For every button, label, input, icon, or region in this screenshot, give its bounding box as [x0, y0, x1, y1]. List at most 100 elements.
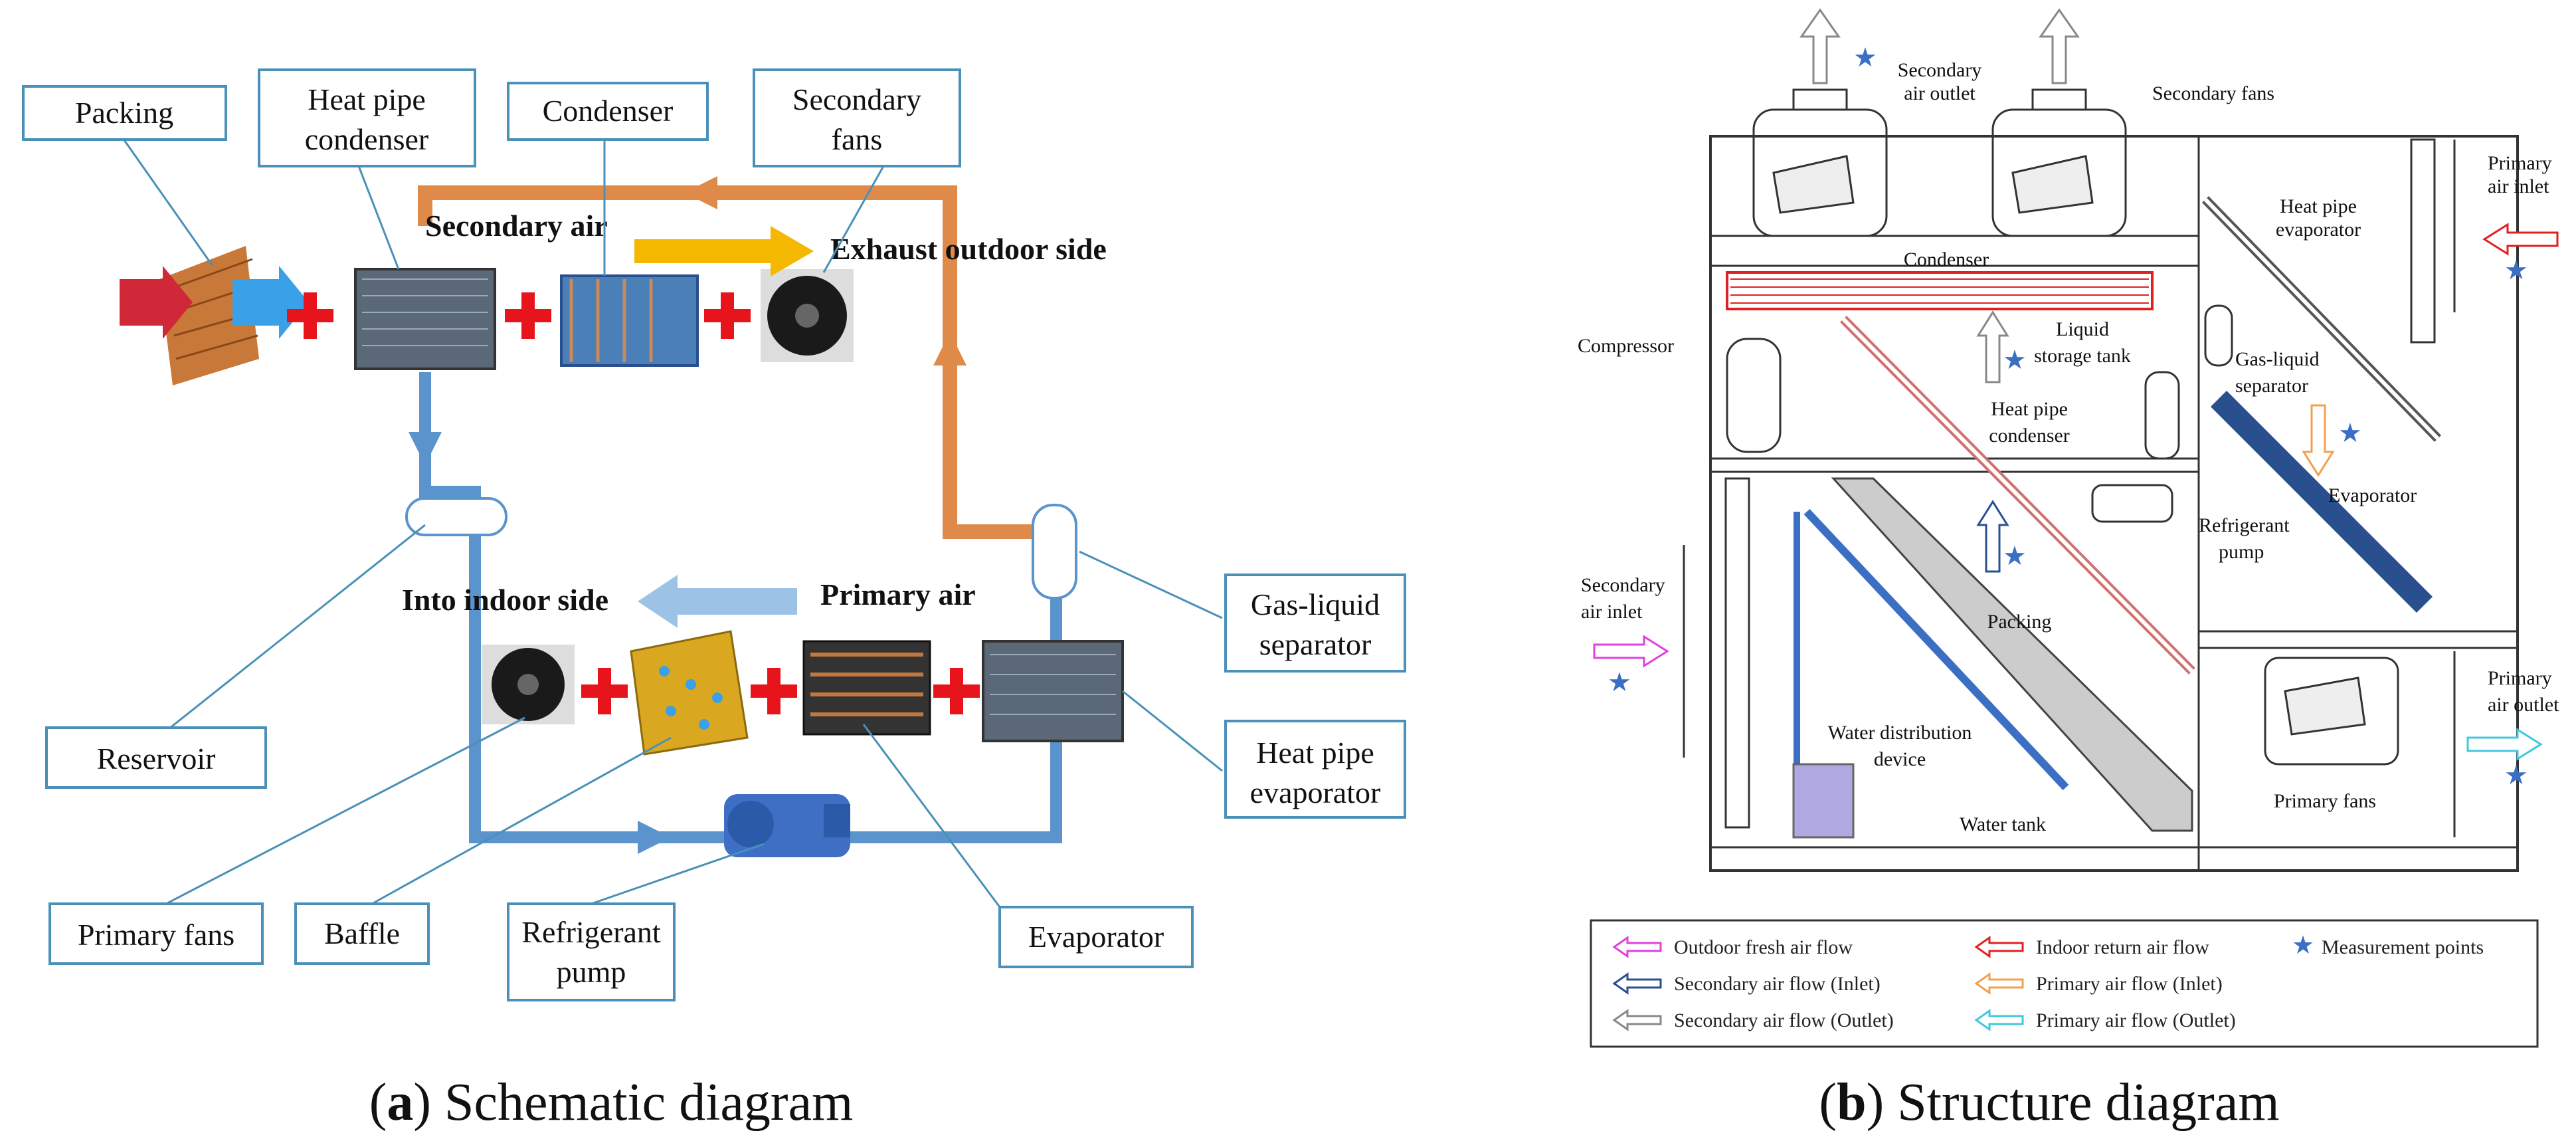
svg-text:air inlet: air inlet [1581, 601, 1643, 623]
into-indoor-label: Into indoor side [402, 583, 608, 617]
legend-label: Indoor return air flow [2036, 936, 2209, 958]
panel-b-labels: Secondary air outlet Secondary fans Prim… [1578, 59, 2559, 835]
svg-text:condenser: condenser [1989, 425, 2070, 447]
left-wall-mesh [1724, 477, 1750, 829]
right-wall-mesh [2410, 138, 2436, 344]
cold-refrigerant-line [419, 372, 1062, 843]
primary-air-label: Primary air [820, 577, 976, 611]
svg-text:Heat pipe: Heat pipe [1256, 736, 1374, 770]
exhaust-label: Exhaust outdoor side [830, 232, 1107, 266]
secondary-outlet-arrow-right [2039, 8, 2080, 84]
svg-text:Water distribution: Water distribution [1828, 722, 1972, 744]
gas-liquid-separator-tank [1032, 504, 1077, 599]
legend-label: Primary air flow (Outlet) [2036, 1009, 2236, 1031]
svg-text:Condenser: Condenser [543, 94, 674, 128]
secondary-air-arrow [634, 226, 814, 276]
arrow-icon [1612, 936, 1662, 958]
svg-text:Secondary: Secondary [792, 82, 921, 116]
arrow-icon [1974, 1009, 2024, 1031]
plus-signs-top [287, 292, 751, 339]
legend-item: Secondary air flow (Inlet) [1612, 972, 1881, 995]
svg-text:Heat pipe: Heat pipe [1991, 398, 2068, 420]
label-baffle: Baffle [294, 902, 430, 965]
svg-text:★: ★ [2504, 760, 2528, 790]
gas-liquid-separator-vessel [2204, 304, 2233, 367]
water-pump-pipe [1792, 763, 1855, 839]
legend-label: Outdoor fresh air flow [1674, 936, 1853, 958]
legend-label: Measurement points [2322, 936, 2484, 958]
blue-arrow-down [409, 432, 442, 465]
panel-b-structure: ★★ ★★ ★★ ★★ [1593, 8, 2559, 872]
label-condenser: Condenser [507, 82, 709, 141]
heat-pipe-condenser-diagonal [1840, 316, 2195, 675]
legend: Outdoor fresh air flow Indoor return air … [1590, 919, 2539, 1048]
baffle-image [630, 630, 749, 756]
svg-text:Packing: Packing [1987, 611, 2052, 633]
evaporator-image [802, 640, 931, 736]
legend-item: Primary air flow (Outlet) [1974, 1009, 2236, 1031]
heat-pipe-condenser-image [354, 268, 496, 370]
blue-arrow-right [638, 821, 671, 854]
svg-text:Refrigerant: Refrigerant [2199, 514, 2290, 536]
liquid-storage-tank [2144, 371, 2180, 460]
orange-arrow-up [933, 332, 966, 365]
evaporator-diagonal [2210, 390, 2433, 613]
svg-text:Secondary: Secondary [1898, 59, 1982, 81]
svg-text:Evaporator: Evaporator [2328, 484, 2417, 506]
panel-a-schematic: Secondary air Exhaust outdoor side Into … [22, 68, 1406, 1132]
svg-text:air outlet: air outlet [1904, 82, 1976, 104]
legend-item: Outdoor fresh air flow [1612, 936, 1853, 958]
legend-label: Secondary air flow (Outlet) [1674, 1009, 1894, 1031]
refrigerant-pump-image [724, 794, 850, 857]
label-gas-liquid-separator: Gas-liquid separator [1224, 574, 1406, 673]
secondary-air-label: Secondary air [425, 209, 608, 243]
svg-text:separator: separator [2235, 375, 2308, 397]
svg-text:Water tank: Water tank [1960, 813, 2046, 835]
hot-refrigerant-line [418, 185, 1036, 539]
svg-text:Liquid: Liquid [2056, 318, 2109, 340]
plus-signs-bottom [581, 668, 980, 714]
arrow-icon [1974, 936, 2024, 958]
primary-down-arrow [2302, 404, 2335, 477]
packing-diagonal [1831, 477, 2193, 832]
svg-text:Evaporator: Evaporator [1028, 920, 1164, 954]
refrigerant-pump-body [2091, 484, 2173, 523]
secondary-fan-right [1991, 88, 2127, 237]
legend-item: Indoor return air flow [1974, 936, 2209, 958]
svg-text:★: ★ [1608, 667, 1631, 697]
legend-item: Secondary air flow (Outlet) [1612, 1009, 1894, 1031]
packing-up-arrow [1976, 500, 2009, 573]
compressor-unit [1726, 338, 1782, 453]
caption-b: (b) Structure diagram [1819, 1073, 2279, 1132]
leader-lines [122, 138, 1223, 921]
svg-text:fans: fans [832, 122, 883, 156]
secondary-inlet-arrow [1593, 635, 1669, 668]
svg-text:Baffle: Baffle [324, 916, 400, 950]
svg-text:Primary: Primary [2488, 152, 2552, 174]
svg-text:Reservoir: Reservoir [97, 742, 216, 776]
packing-image [120, 246, 309, 385]
svg-text:separator: separator [1259, 627, 1372, 661]
label-packing: Packing [22, 85, 227, 141]
label-secondary-fans: Secondary fans [753, 68, 961, 167]
arrow-icon [1612, 1009, 1662, 1031]
svg-text:Heat pipe: Heat pipe [2280, 195, 2357, 217]
svg-text:★: ★ [2504, 255, 2528, 285]
svg-text:Primary: Primary [2488, 667, 2552, 689]
label-heat-pipe-condenser: Heat pipe condenser [258, 68, 476, 167]
svg-text:Compressor: Compressor [1578, 335, 1674, 357]
svg-text:air inlet: air inlet [2488, 175, 2549, 197]
label-reservoir: Reservoir [45, 726, 267, 789]
svg-text:evaporator: evaporator [2276, 219, 2361, 241]
svg-text:★: ★ [2003, 345, 2027, 375]
svg-text:★: ★ [2003, 541, 2027, 571]
condenser-image [560, 274, 699, 367]
svg-text:condenser: condenser [305, 122, 428, 156]
svg-text:Secondary fans: Secondary fans [2152, 82, 2274, 104]
caption-a: (a) Schematic diagram [369, 1073, 854, 1132]
primary-fan-image [482, 645, 575, 724]
primary-fan-unit [2264, 657, 2399, 766]
secondary-outlet-arrow-left [1799, 8, 1841, 84]
primary-inlet-arrow [2482, 223, 2559, 256]
